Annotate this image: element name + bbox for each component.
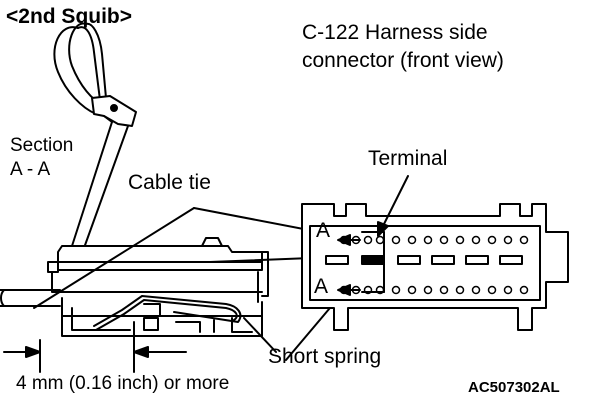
section-marker-bottom: A bbox=[314, 275, 329, 298]
section-marker-top: A bbox=[316, 219, 331, 242]
dimension-label: 4 mm (0.16 inch) or more bbox=[16, 373, 230, 394]
heading-2nd-squib: <2nd Squib> bbox=[6, 5, 133, 28]
section-label-line2: A - A bbox=[10, 159, 51, 180]
connector-title-line2: connector (front view) bbox=[302, 49, 504, 72]
short-spring-leader bbox=[243, 317, 277, 353]
section-label-line1: Section bbox=[10, 135, 74, 156]
cable-tie-illustration bbox=[53, 22, 137, 127]
dimension-lines bbox=[3, 321, 187, 373]
short-spring-label: Short spring bbox=[268, 345, 382, 368]
connector-front-view bbox=[301, 175, 569, 331]
figure-code: AC507302AL bbox=[468, 379, 560, 396]
connector-title-line1: C-122 Harness side bbox=[302, 21, 488, 44]
terminal-label: Terminal bbox=[368, 147, 448, 170]
cable-tie-label: Cable tie bbox=[128, 171, 211, 194]
terminal-row-bottom bbox=[339, 285, 529, 295]
short-spring-drawing bbox=[93, 295, 242, 331]
terminal-row-top bbox=[339, 235, 529, 245]
detail-pointer-lines bbox=[71, 121, 129, 249]
cable bbox=[0, 289, 61, 307]
